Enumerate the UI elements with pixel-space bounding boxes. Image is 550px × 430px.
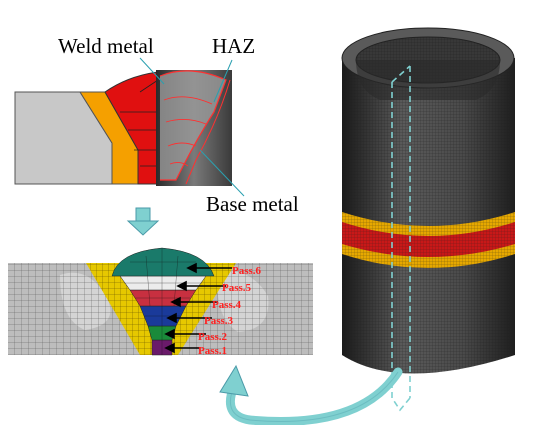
pipe-cylinder-model [341, 27, 515, 412]
pass-label-4: Pass.4 [212, 299, 242, 311]
pass-label-2: Pass.2 [198, 331, 228, 343]
weld-metal-leader [139, 57, 165, 85]
pass-label-5: Pass.5 [222, 282, 252, 294]
pass-label-6: Pass.6 [232, 265, 262, 277]
base-metal-leader [199, 149, 245, 197]
pass-arrows [164, 262, 232, 354]
curved-arrow [219, 364, 403, 426]
pass-labels: Pass.1 Pass.2 Pass.3 Pass.4 Pass.5 Pass.6 [198, 265, 262, 357]
section-plane [391, 65, 411, 412]
haz-label: HAZ [212, 34, 256, 58]
weld-metal-label: Weld metal [58, 34, 154, 58]
haz-leader [213, 59, 233, 103]
weld-cross-section [14, 57, 245, 197]
weld-band [342, 212, 515, 268]
down-arrow [126, 207, 160, 236]
pass-label-1: Pass.1 [198, 345, 227, 357]
base-metal-label: Base metal [206, 192, 299, 216]
pass-label-3: Pass.3 [204, 315, 234, 327]
weld-metal-region [104, 71, 159, 185]
weld-mesh-model: Pass.1 Pass.2 Pass.3 Pass.4 Pass.5 Pass.6 [8, 247, 313, 357]
